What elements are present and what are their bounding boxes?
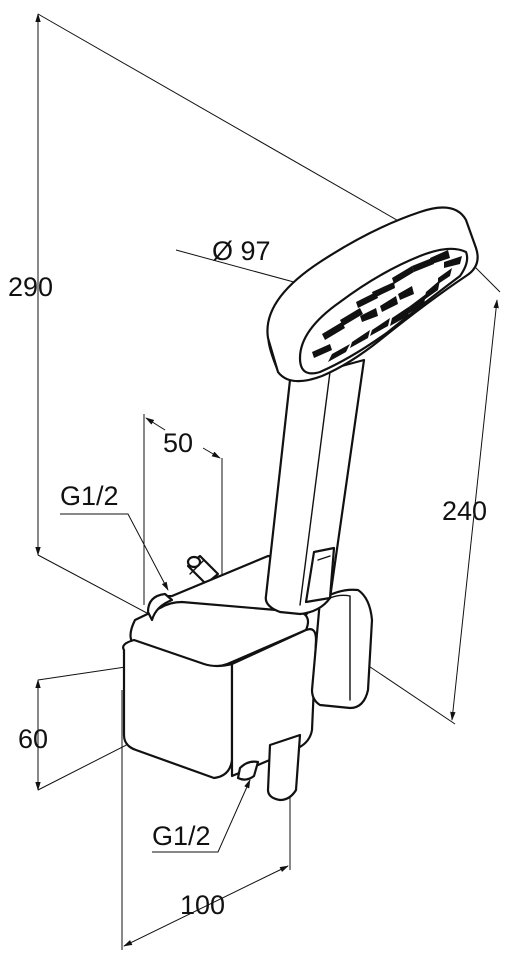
inlet-pipe bbox=[186, 554, 220, 586]
outlet-connector bbox=[236, 733, 302, 802]
holder-clip bbox=[310, 588, 374, 710]
label-thread-top: G1/2 bbox=[60, 481, 119, 511]
shower-handle bbox=[264, 358, 366, 616]
dimension-60: 60 bbox=[18, 724, 48, 754]
shower-nozzles bbox=[312, 250, 462, 362]
dimension-290: 290 bbox=[8, 272, 53, 302]
dimension-240: 240 bbox=[442, 496, 487, 526]
dimension-diameter-97: Ø 97 bbox=[212, 236, 271, 266]
dimension-50: 50 bbox=[163, 428, 193, 458]
dimension-100: 100 bbox=[180, 890, 225, 920]
label-thread-bottom: G1/2 bbox=[152, 821, 211, 851]
